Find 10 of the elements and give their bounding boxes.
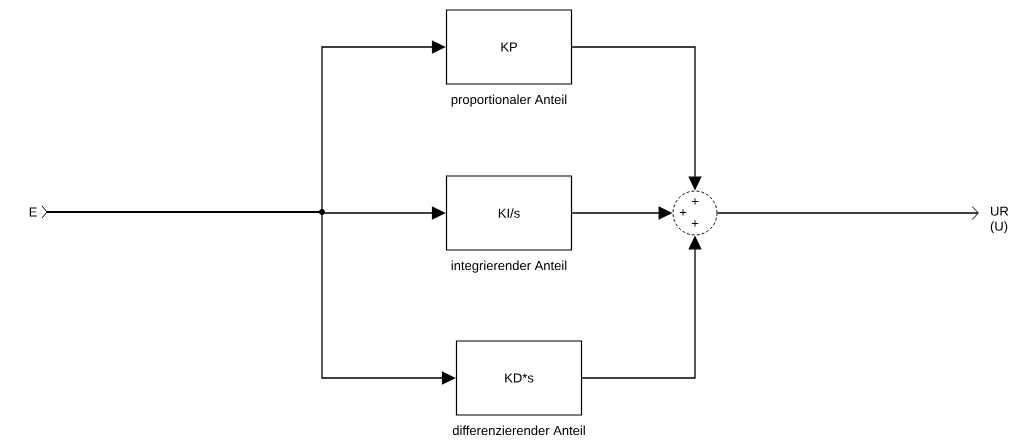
input-label: E (29, 207, 37, 217)
output-label: UR (U) (990, 206, 1009, 234)
summing-junction: + + + (672, 190, 718, 236)
block-box: KI/s (445, 175, 573, 251)
block-caption: proportionaler Anteil (451, 94, 567, 107)
block-box: KD*s (455, 340, 583, 416)
arrow (716, 206, 979, 220)
block-caption: differenzierender Anteil (452, 425, 585, 436)
block-caption: integrierender Anteil (451, 260, 567, 273)
block-box: KP (445, 9, 573, 85)
